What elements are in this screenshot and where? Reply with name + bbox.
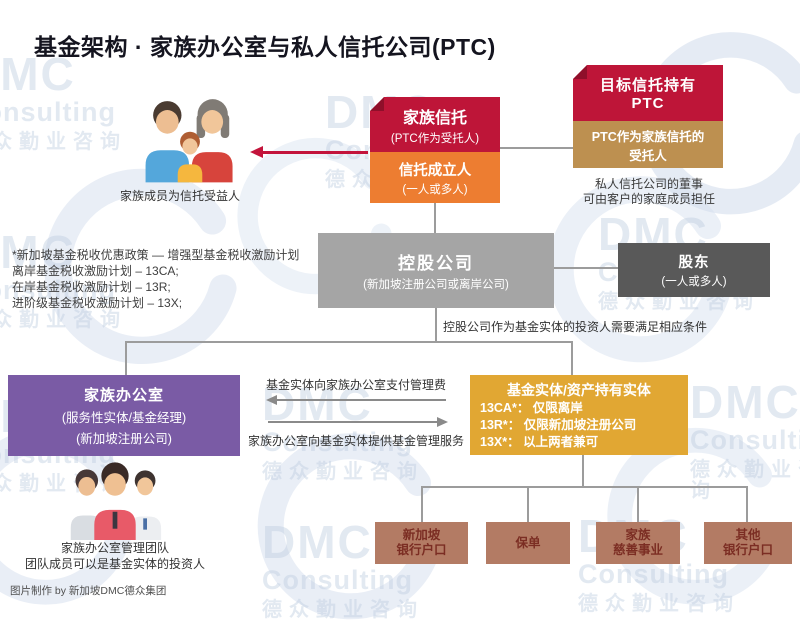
trust-settlor-section: 信托成立人 (一人或多人) xyxy=(370,152,500,203)
node-fund-entity: 基金实体/资产持有实体 13CA*： 仅限离岸 13R*： 仅限新加坡注册公司 … xyxy=(470,375,688,455)
connector-fund-down xyxy=(582,455,584,487)
node-target-trust-ptc: 目标信托持有 PTC PTC作为家族信托的 受托人 xyxy=(573,65,723,168)
team-caption: 家族办公室管理团队 团队成员可以是基金实体的投资人 xyxy=(24,541,205,571)
management-service-label: 家族办公室向基金实体提供基金管理服务 xyxy=(247,434,464,448)
connector-asset-1 xyxy=(421,486,423,522)
node-other-bank-account: 其他 银行户口 xyxy=(704,522,792,564)
watermark-text: DMC Consulting 德众勤业咨询 xyxy=(0,48,127,153)
holding-investor-note: 控股公司作为基金实体的投资人需要满足相应条件 xyxy=(443,320,708,334)
node-insurance-policy: 保单 xyxy=(486,522,570,564)
watermark-text: DMC Consulting 德众勤业咨询 xyxy=(690,376,800,502)
ptc-trustee-section: PTC作为家族信托的 受托人 xyxy=(573,121,723,168)
connector-branch-left-drop xyxy=(125,341,127,375)
fold-corner-icon xyxy=(370,97,384,111)
node-family-philanthropy: 家族 慈善事业 xyxy=(596,522,680,564)
connector-holding-down xyxy=(435,308,437,342)
connector-settlor-holding xyxy=(434,203,436,233)
connector-trust-ptc xyxy=(500,147,573,149)
connector-holding-shareholders xyxy=(554,267,618,269)
node-holding-company: 控股公司 (新加坡注册公司或离岸公司) xyxy=(318,233,554,308)
team-icon xyxy=(70,462,162,540)
node-family-trust: 家族信托 (PTC作为受托人) 信托成立人 (一人或多人) xyxy=(370,97,500,203)
arrow-to-fund-entity xyxy=(268,421,438,423)
connector-assets-horizontal xyxy=(421,486,748,488)
connector-asset-2 xyxy=(527,486,529,522)
connector-branch-horizontal xyxy=(125,341,573,343)
family-beneficiaries-caption: 家族成员为信托受益人 xyxy=(119,189,240,203)
management-fee-label: 基金实体向家族办公室支付管理费 xyxy=(265,378,446,392)
red-arrow-line xyxy=(262,151,368,154)
connector-asset-4 xyxy=(746,486,748,522)
node-family-office: 家族办公室 (服务性实体/基金经理) (新加坡注册公司) xyxy=(8,375,240,456)
node-sg-bank-account: 新加坡 银行户口 xyxy=(375,522,468,564)
red-arrow-head-icon xyxy=(250,146,263,158)
target-trust-header: 目标信托持有 PTC xyxy=(573,65,723,121)
family-icon xyxy=(145,99,233,183)
page-title: 基金架构 · 家族办公室与私人信托公司(PTC) xyxy=(34,34,496,60)
footer-credit: 图片制作 by 新加坡DMC德众集团 xyxy=(10,585,167,597)
fold-corner-icon xyxy=(573,65,587,79)
tax-incentive-note: *新加坡基金税收优惠政策 — 增强型基金税收激励计划 离岸基金税收激励计划 – … xyxy=(12,248,300,310)
connector-branch-right-drop xyxy=(571,341,573,375)
arrow-right-head-icon xyxy=(437,417,448,427)
ptc-directors-note: 私人信托公司的董事 可由客户的家庭成员担任 xyxy=(582,177,715,206)
infographic-canvas: DMC Consulting 德众勤业咨询 DMC Consulting 德众勤… xyxy=(0,32,800,621)
arrow-left-head-icon xyxy=(266,395,277,405)
node-shareholders: 股东 (一人或多人) xyxy=(618,243,770,297)
family-trust-header: 家族信托 (PTC作为受托人) xyxy=(370,97,500,152)
connector-asset-3 xyxy=(637,486,639,522)
arrow-to-family-office xyxy=(276,399,446,401)
